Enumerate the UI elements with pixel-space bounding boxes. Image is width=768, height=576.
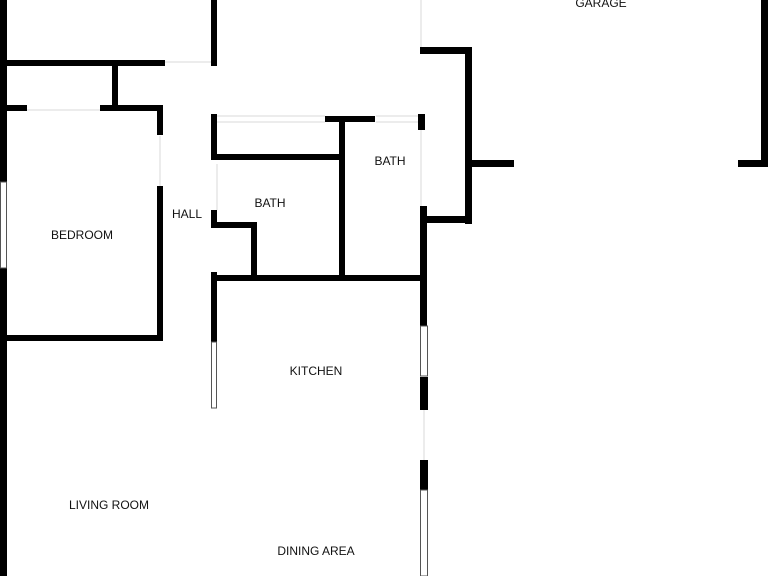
room-label-living-room: LIVING ROOM [68,498,150,512]
room-label-hall: HALL [171,207,203,221]
room-label-dining-area: DINING AREA [277,544,355,558]
bedroom-window [0,181,7,269]
room-label-bedroom: BEDROOM [50,228,114,242]
hall-window [211,341,217,409]
room-label-bath-upper: BATH [374,154,406,168]
windows [0,181,428,576]
door-openings [10,0,425,460]
room-label-garage: GARAGE [575,0,627,10]
room-label-kitchen: KITCHEN [289,364,343,378]
kitchen-window [420,325,428,377]
room-label-bath-lower: BATH [254,196,286,210]
dining-window [420,489,428,576]
